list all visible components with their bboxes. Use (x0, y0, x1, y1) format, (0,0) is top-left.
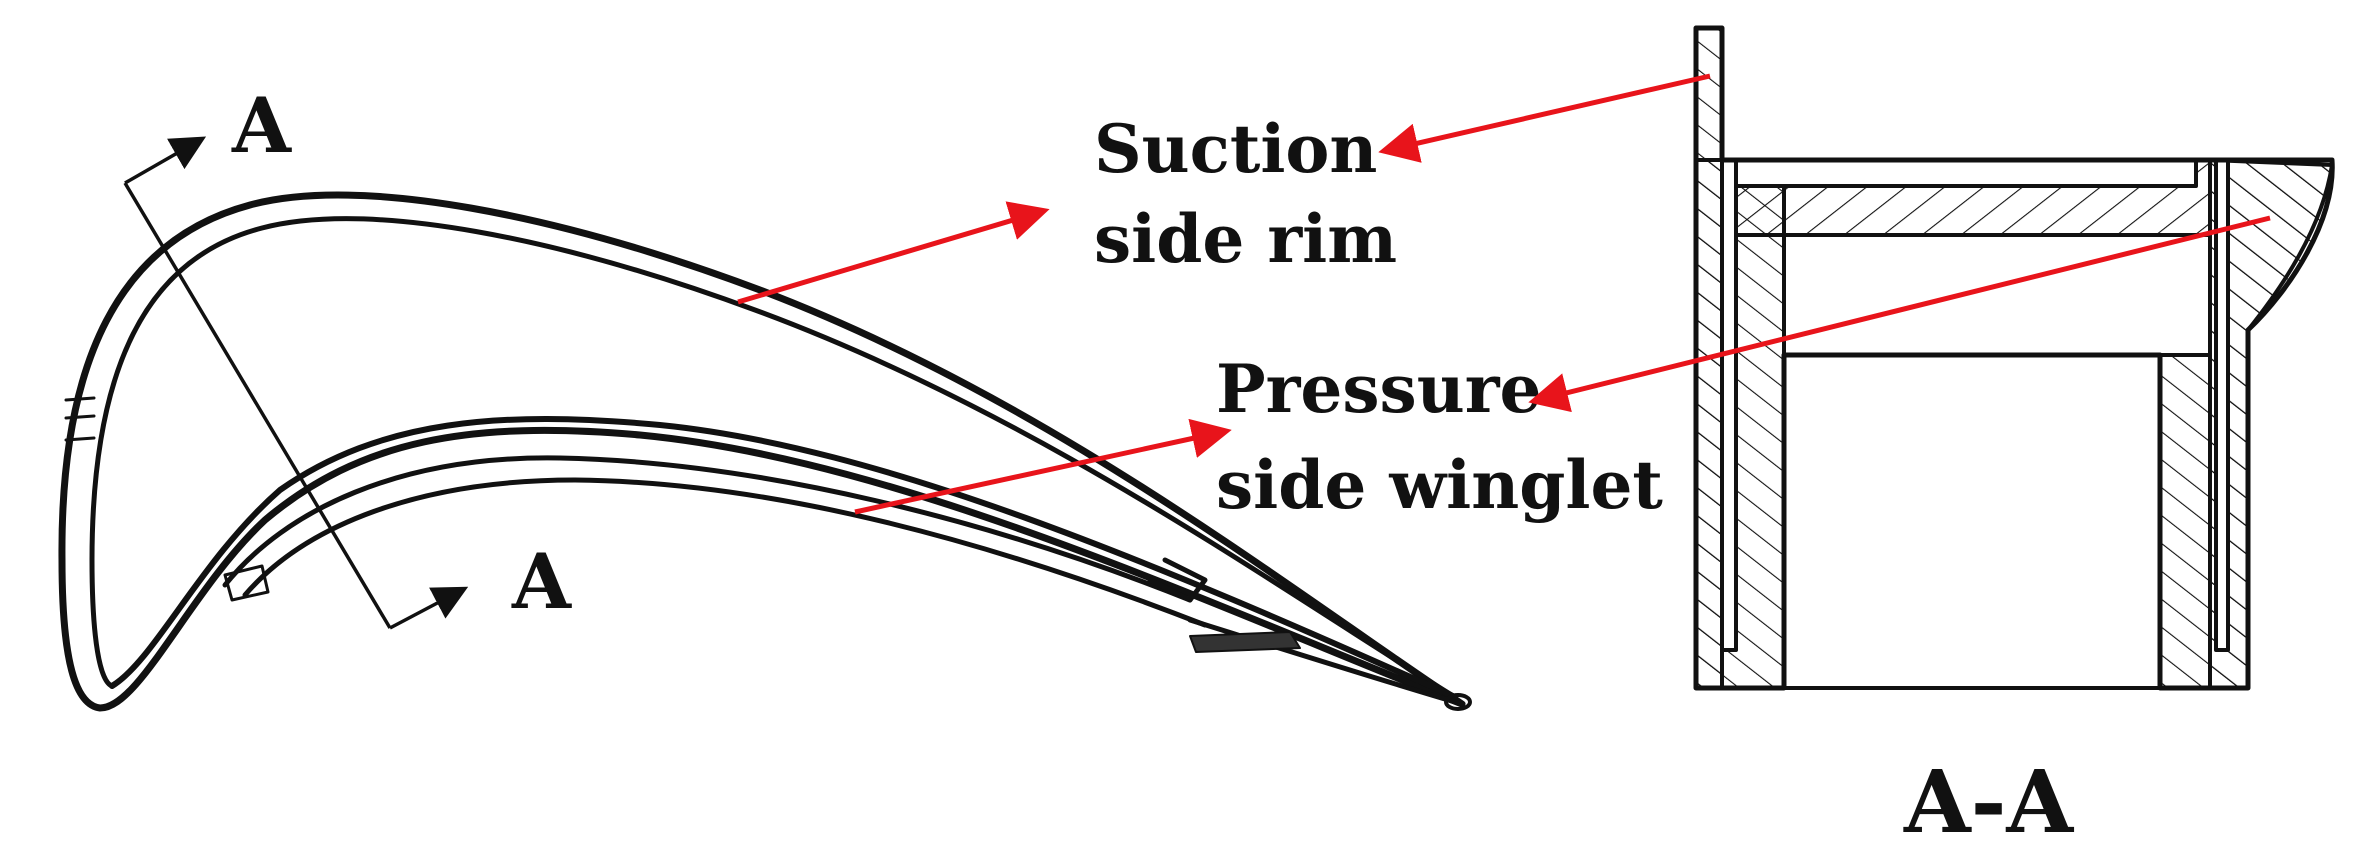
leading-edge-notch (64, 396, 96, 442)
left-wall-inner (1720, 158, 1738, 652)
section-line (123, 182, 392, 629)
pressure-label-line-2: side winglet (1216, 446, 1663, 524)
section-arrow-bottom (389, 586, 469, 630)
callout-pressure-side-winglet: Pressure side winglet (854, 215, 2271, 524)
pressure-winglet-inner-edge (222, 455, 1193, 603)
pressure-side-notch (223, 564, 270, 602)
suction-label-line-1: Suction (1094, 110, 1377, 188)
blade-cavity (1782, 353, 2162, 690)
section-view-title: A-A (1903, 752, 2074, 853)
left-wall-section (1694, 158, 1786, 690)
suction-side-outer-edge (58, 191, 1466, 712)
trailing-edge-cap (1444, 693, 1472, 711)
pressure-winglet-slot (1147, 557, 1208, 603)
tip-platform-slot (1734, 158, 2198, 188)
pressure-leader-from-section (1528, 215, 2271, 413)
section-marker-bottom: A (511, 537, 572, 626)
section-cut-line (123, 136, 469, 630)
pressure-label-line-1: Pressure (1216, 350, 1541, 428)
trailing-edge-insert (1189, 631, 1301, 653)
cross-section-view (1693, 25, 2335, 691)
suction-leader-from-blade (737, 201, 1050, 305)
suction-label-line-2: side rim (1094, 200, 1397, 278)
pressure-leader-from-blade (854, 418, 1232, 515)
suction-leader-from-section (1378, 73, 1711, 163)
trailing-edge-tip (1187, 617, 1465, 707)
section-marker-top: A (231, 81, 292, 170)
blade-tip-top-view (58, 191, 1472, 712)
pressure-winglet-outer-edge (109, 416, 1458, 700)
suction-side-inner-edge (89, 216, 1458, 700)
callout-suction-side-rim: Suction side rim (737, 73, 1711, 305)
cross-section-outline (1693, 25, 2335, 691)
section-arrow-top (124, 136, 207, 185)
